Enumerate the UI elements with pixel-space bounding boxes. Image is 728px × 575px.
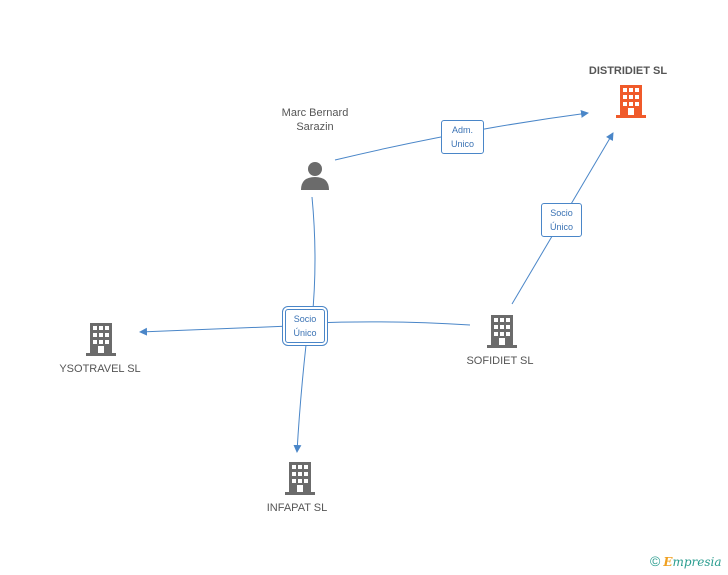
copyright-icon: © <box>650 553 661 569</box>
edge-center-to-infapat <box>293 344 307 453</box>
edge-label-socio-unico-center: Socio Único <box>285 309 325 343</box>
node-label-ysotravel[interactable]: YSOTRAVEL SL <box>59 363 141 375</box>
node-label-infapat[interactable]: INFAPAT SL <box>266 502 328 514</box>
edge-label-line2: Único <box>293 328 317 338</box>
brand-name: mpresia <box>672 555 722 569</box>
edge-label-socio-unico-sofidiet: Socio Único <box>541 203 582 237</box>
edge-label-line2: Unico <box>450 139 474 149</box>
brand-initial: E <box>663 555 673 569</box>
node-label-sofidiet[interactable]: SOFIDIET SL <box>466 355 534 367</box>
edge-center-to-ysotravel <box>139 325 291 336</box>
node-label-person[interactable]: Marc Bernard Sarazin <box>281 107 349 133</box>
building-icon <box>487 315 517 348</box>
edge-label-line2: Único <box>549 222 573 232</box>
building-icon <box>616 85 646 118</box>
node-label-distridiet[interactable]: DISTRIDIET SL <box>588 65 668 77</box>
edge-label-line1: Socio <box>550 208 573 218</box>
edge-sofidiet-to-center <box>311 321 471 326</box>
edge-label-adm-unico: Adm. Unico <box>441 120 484 154</box>
edge-person-down <box>311 196 316 321</box>
building-icon <box>285 462 315 495</box>
edge-label-line1: Adm. <box>451 125 473 135</box>
building-icon <box>86 323 116 356</box>
edge-label-line1: Socio <box>293 314 317 324</box>
empresia-logo[interactable]: ©Empresia <box>650 553 722 569</box>
person-icon <box>301 162 329 190</box>
